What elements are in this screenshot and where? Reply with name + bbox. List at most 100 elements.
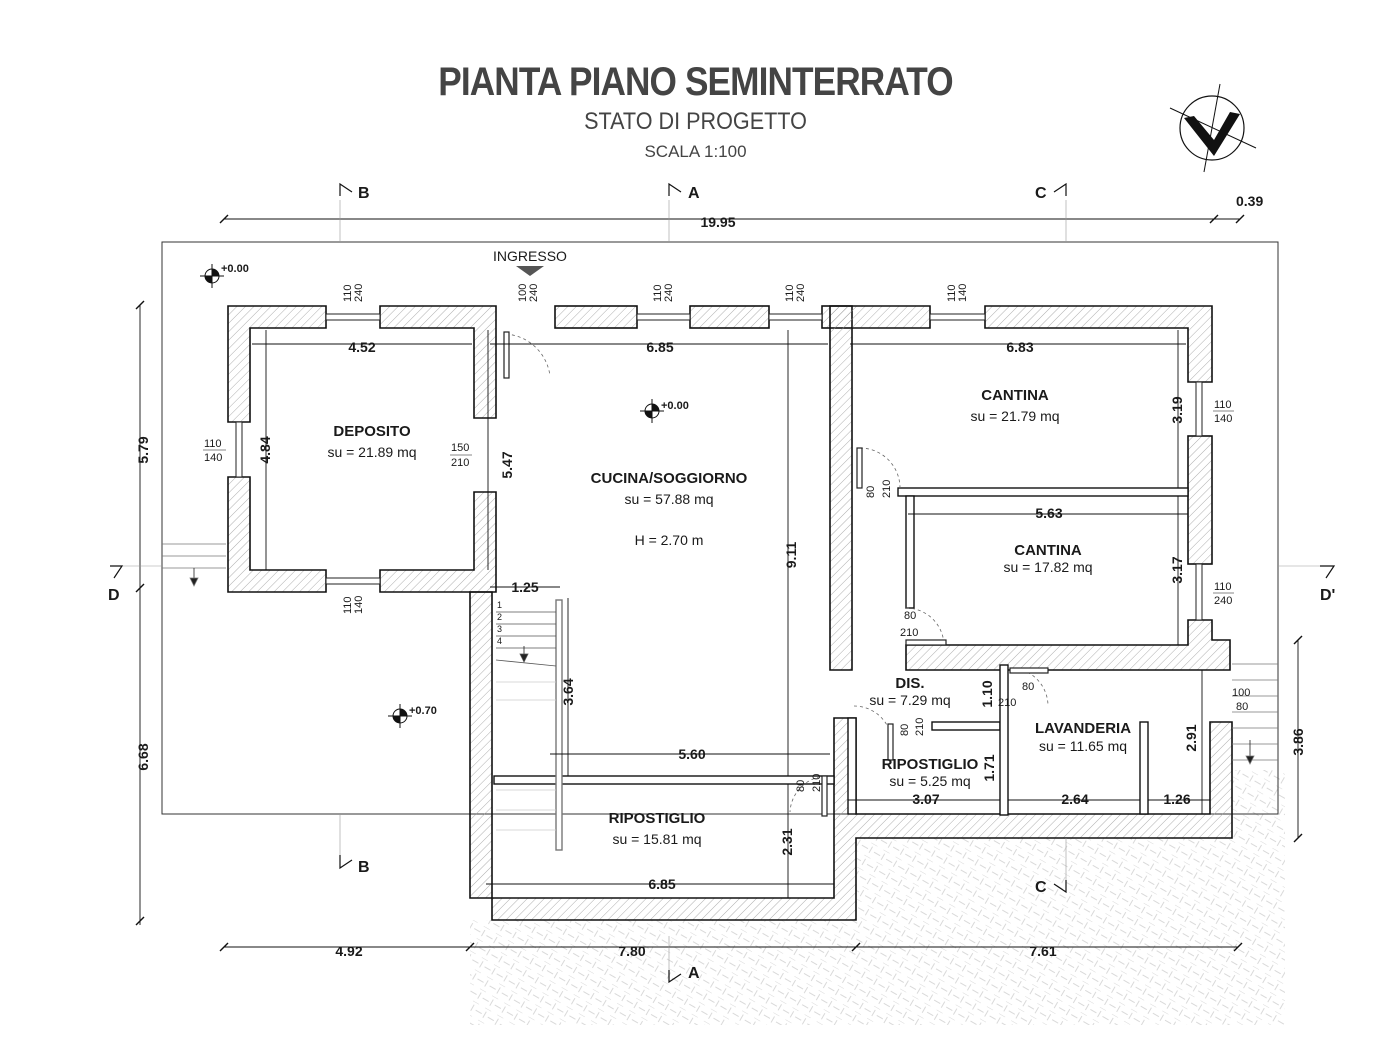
dim-cuc-width: 6.85 xyxy=(646,339,673,355)
drawing-label: 100 xyxy=(1232,687,1250,699)
drawing-label: 80 xyxy=(795,780,807,792)
room-area-ripostiglio-big: su = 15.81 mq xyxy=(612,831,701,847)
dim-cant1-height: 3.19 xyxy=(1169,396,1185,423)
dim-offset: 0.39 xyxy=(1236,193,1263,209)
dim-cant2-width: 5.63 xyxy=(1035,505,1062,521)
drawing-label: 110 xyxy=(1214,399,1232,411)
drawing-label: 210 xyxy=(998,697,1016,709)
drawing-label: 210 xyxy=(900,627,918,639)
entrance-label: INGRESSO xyxy=(493,248,567,264)
dim-rip-small-width: 3.07 xyxy=(912,791,939,807)
stair-step: 2 xyxy=(497,612,502,622)
room-name-lavanderia: LAVANDERIA xyxy=(1035,720,1131,737)
opening-sizes: 110 240 100 240 110 240 110 240 110 140 … xyxy=(203,284,1250,792)
dimension-lines xyxy=(139,218,1299,948)
section-a-bottom: A xyxy=(688,965,700,982)
dim-dep-height: 4.84 xyxy=(257,436,273,463)
drawing-label: 140 xyxy=(957,284,969,302)
dim-stair-width: 1.25 xyxy=(511,579,538,595)
drawing-label: 80 xyxy=(904,610,916,622)
drawing-label: 210 xyxy=(811,774,823,792)
section-a-top: A xyxy=(688,185,700,202)
drawing-label: 140 xyxy=(204,452,222,464)
dimension-ticks xyxy=(135,214,1303,952)
windows xyxy=(235,313,1203,621)
level-marker-main: +0.00 xyxy=(200,263,249,288)
dim-cuc-height: 5.47 xyxy=(499,451,515,478)
dim-bottom-2: 7.80 xyxy=(618,943,645,959)
plan-subtitle: STATO DI PROGETTO xyxy=(584,108,807,135)
room-height-cucina: H = 2.70 m xyxy=(635,532,704,548)
room-name-cucina: CUCINA/SOGGIORNO xyxy=(591,470,748,487)
drawing-label: 150 xyxy=(451,442,469,454)
level-marker-outdoor: +0.70 xyxy=(388,704,437,728)
ground-hatch xyxy=(165,770,1285,1025)
drawing-label: 80 xyxy=(899,724,911,736)
dim-lav-small: 1.26 xyxy=(1163,791,1190,807)
section-c-bottom: C xyxy=(1035,879,1047,896)
section-d-right: D' xyxy=(1320,587,1335,604)
dim-right-side: 3.86 xyxy=(1290,728,1306,755)
north-arrow-icon xyxy=(1169,83,1257,173)
dimension-extension-lines xyxy=(115,200,1330,970)
room-name-cantina-2: CANTINA xyxy=(1014,542,1082,559)
drawing-label: 110 xyxy=(784,284,796,302)
drawing-label: 240 xyxy=(663,284,675,302)
section-c-top: C xyxy=(1035,185,1047,202)
room-labels: DEPOSITO su = 21.89 mq CUCINA/SOGGIORNO … xyxy=(327,387,1131,847)
plan-scale: SCALA 1:100 xyxy=(644,142,747,161)
dim-cant-width: 6.83 xyxy=(1006,339,1033,355)
stair-step: 4 xyxy=(497,636,502,646)
drawing-label: 110 xyxy=(652,284,664,302)
room-area-lavanderia: su = 11.65 mq xyxy=(1039,738,1127,754)
drawing-label: 140 xyxy=(1214,413,1232,425)
stair-step-numbers: 1 2 3 4 xyxy=(497,600,502,646)
dim-rip-big-width: 6.85 xyxy=(648,876,675,892)
external-stairs xyxy=(162,543,1278,765)
thin-walls xyxy=(493,487,1189,851)
walls xyxy=(227,305,1233,921)
dim-dis-height: 1.10 xyxy=(979,680,995,707)
entrance-arrow xyxy=(516,266,544,276)
stair-step: 3 xyxy=(497,624,502,634)
section-d-left: D xyxy=(108,587,120,604)
drawing-label: 80 xyxy=(865,486,877,498)
room-name-cantina-1: CANTINA xyxy=(981,387,1049,404)
plot-boundary xyxy=(161,241,1279,815)
drawing-label: +0.70 xyxy=(409,705,437,717)
drawing-label: 110 xyxy=(946,284,958,302)
room-area-dis: su = 7.29 mq xyxy=(869,692,950,708)
room-name-deposito: DEPOSITO xyxy=(333,423,411,440)
drawing-label: 240 xyxy=(528,284,540,302)
dim-rip-big-height: 2.31 xyxy=(779,828,795,855)
section-b-top: B xyxy=(358,185,370,202)
level-marker-cucina: +0.00 xyxy=(640,399,689,423)
dim-total-width: 19.95 xyxy=(700,214,735,230)
door-swings xyxy=(505,333,1049,813)
plan-title: PIANTA PIANO SEMINTERRATO xyxy=(438,60,953,104)
drawing-label: +0.00 xyxy=(661,400,689,412)
section-b-bottom: B xyxy=(358,859,370,876)
dim-rip-width: 5.60 xyxy=(678,746,705,762)
drawing-label: 100 xyxy=(517,284,529,302)
drawing-label: 110 xyxy=(204,438,222,450)
dim-rip-small-height: 1.71 xyxy=(981,754,997,781)
drawing-label: 140 xyxy=(353,596,365,614)
room-area-deposito: su = 21.89 mq xyxy=(327,444,416,460)
stair-step: 1 xyxy=(497,600,502,610)
room-name-ripostiglio-small: RIPOSTIGLIO xyxy=(882,756,979,773)
room-area-cantina-1: su = 21.79 mq xyxy=(970,408,1059,424)
dim-cant2-height: 3.17 xyxy=(1169,556,1185,583)
dim-left-lower: 6.68 xyxy=(135,743,151,770)
dim-cuc-depth: 9.11 xyxy=(783,542,799,569)
room-area-cantina-2: su = 17.82 mq xyxy=(1003,559,1092,575)
section-labels: B A C B A C D D' xyxy=(108,185,1335,982)
stairs xyxy=(495,611,557,831)
room-area-ripostiglio-small: su = 5.25 mq xyxy=(889,773,970,789)
drawing-label: 80 xyxy=(1236,701,1248,713)
dim-lav-width: 2.64 xyxy=(1061,791,1088,807)
drawing-label: 240 xyxy=(353,284,365,302)
room-name-dis: DIS. xyxy=(895,675,924,692)
